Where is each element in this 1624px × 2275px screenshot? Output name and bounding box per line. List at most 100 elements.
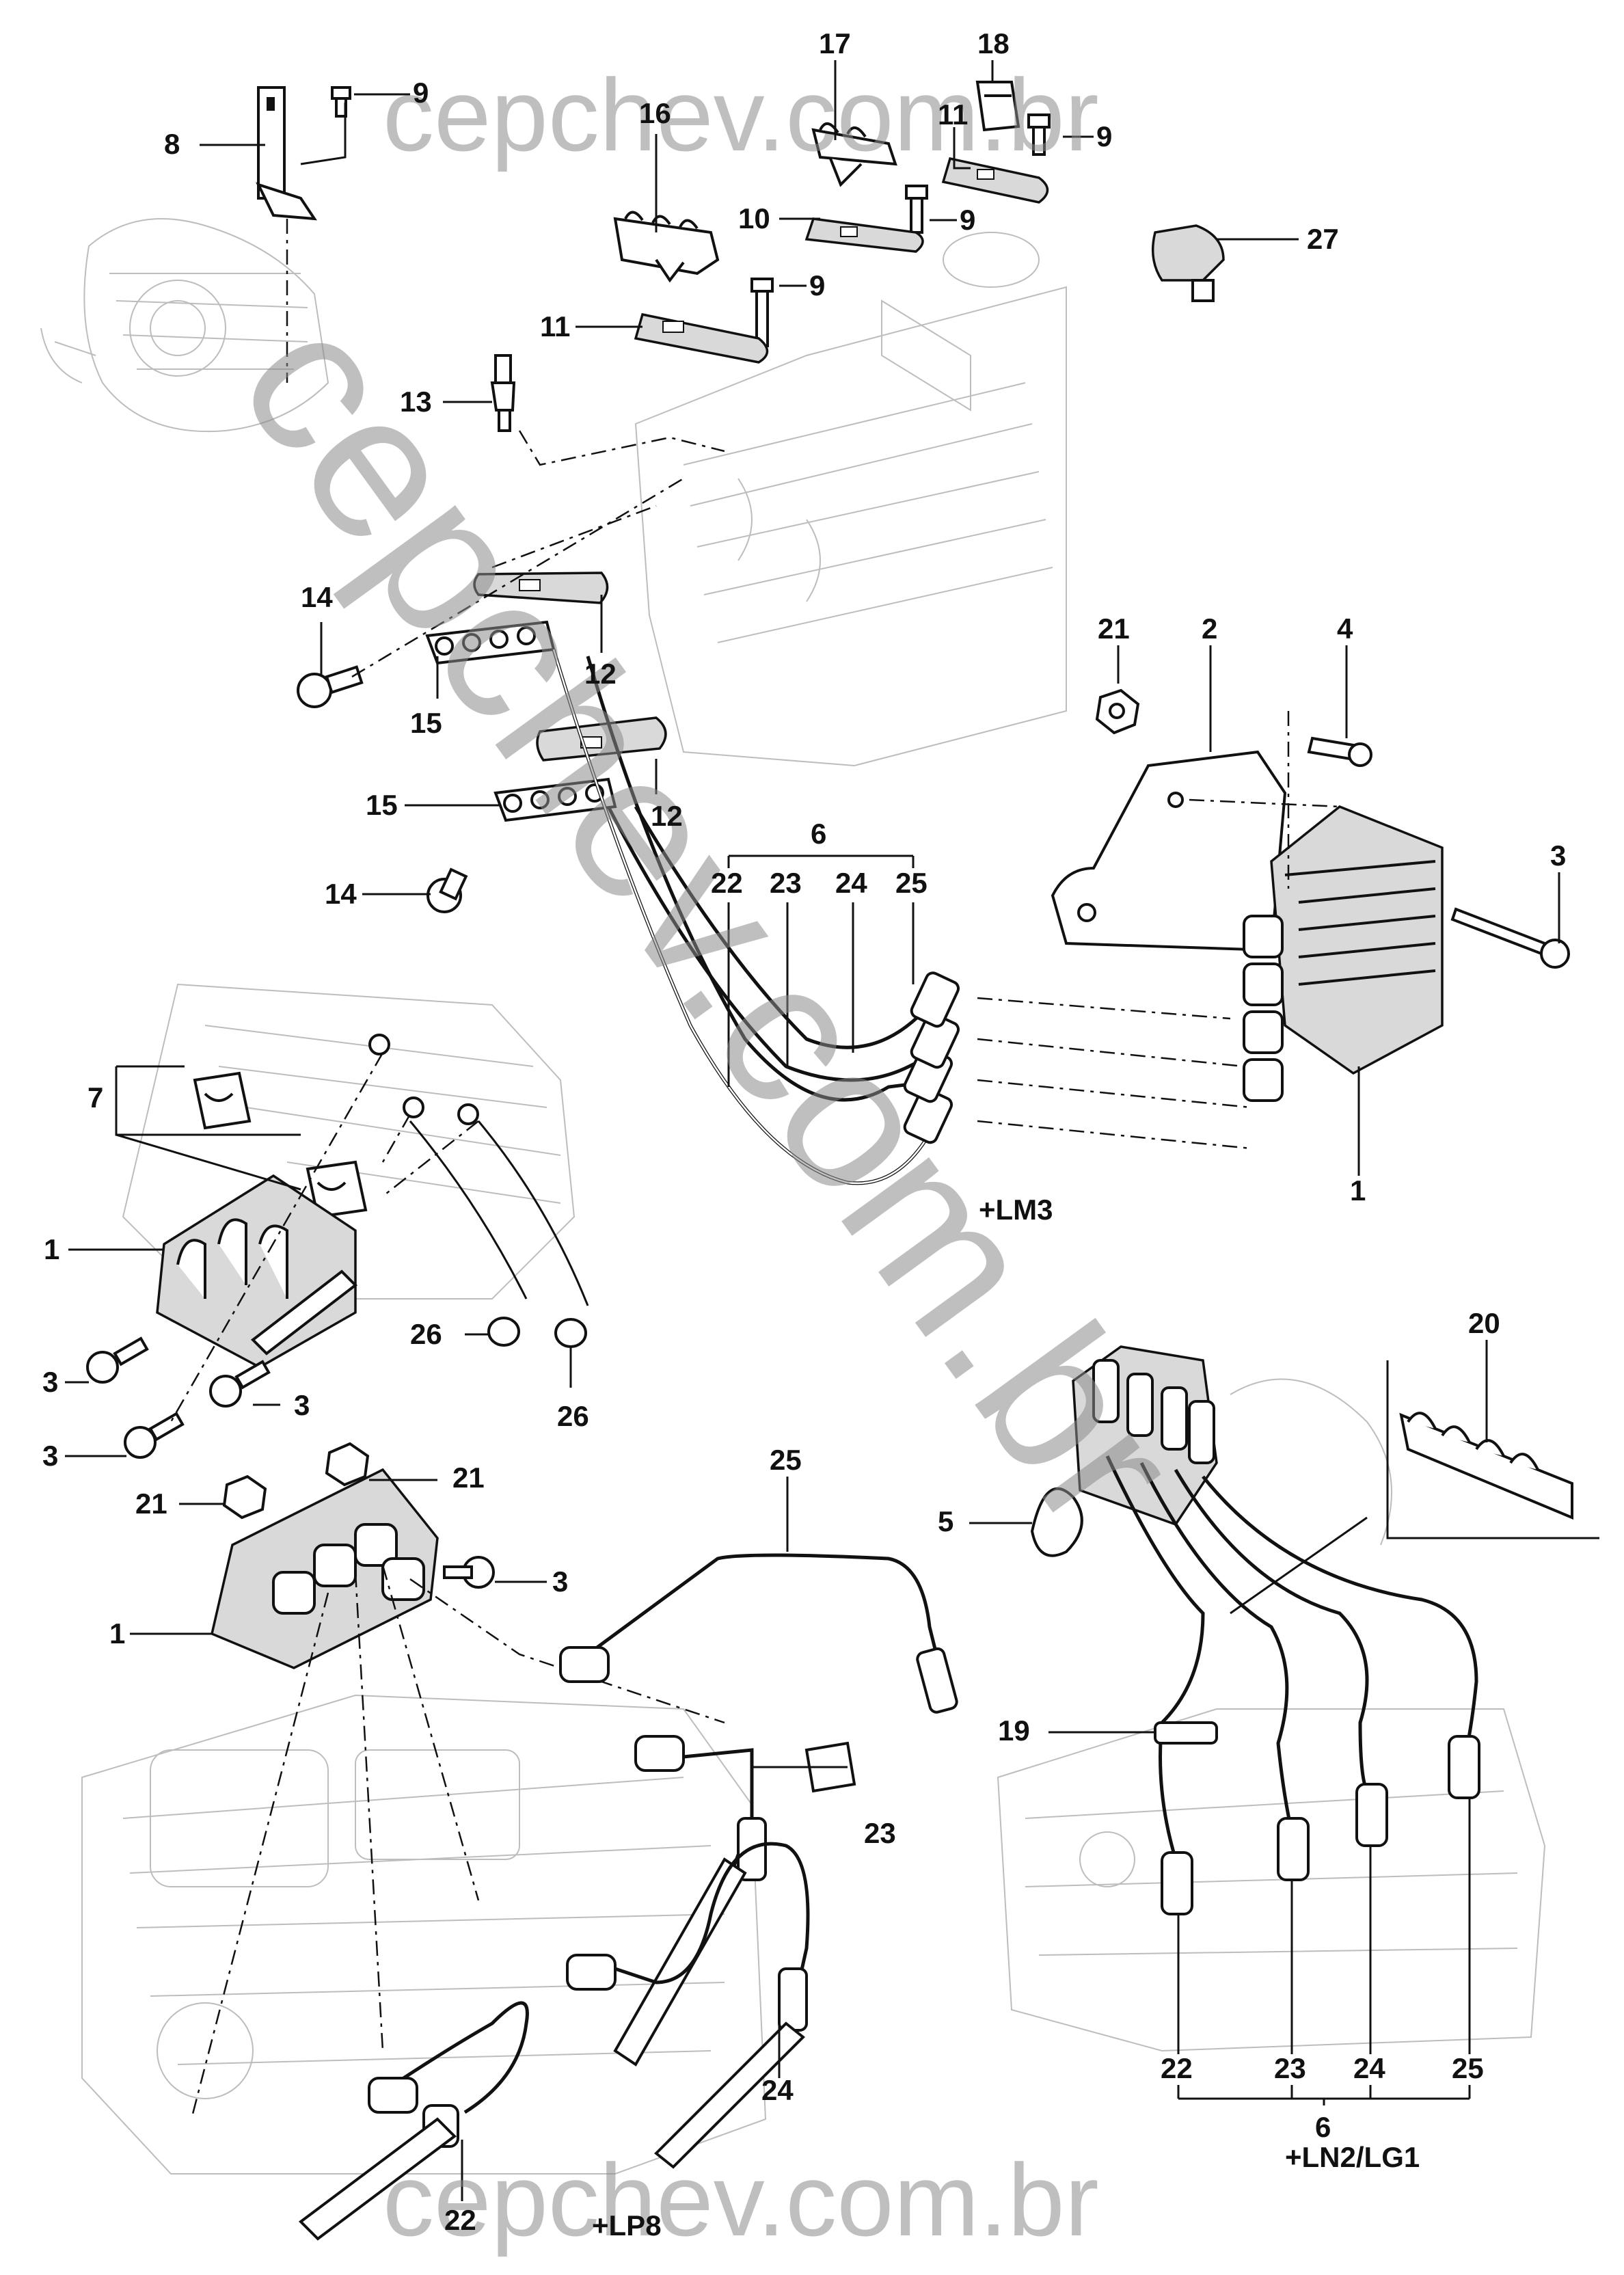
bolt-part-3 — [443, 1556, 495, 1589]
callout-24: 24 — [835, 867, 867, 899]
bolt-part-9 — [905, 185, 928, 234]
callout-23: 23 — [864, 1817, 896, 1849]
wire-clip-part-16 — [613, 211, 720, 283]
callout-11: 11 — [540, 310, 570, 342]
bolt-part-4 — [1307, 736, 1372, 767]
bolt-part-3 — [86, 1336, 149, 1384]
callout-14: 14 — [301, 581, 333, 613]
callout-9: 9 — [809, 269, 825, 301]
callout-1: 1 — [1350, 1174, 1366, 1207]
o-ring-part-26 — [554, 1318, 587, 1348]
bolt-part-14 — [297, 665, 364, 708]
spark-plug-wire-part-25 — [559, 1553, 958, 1714]
clip-part-7 — [306, 1160, 368, 1219]
callout-22: 22 — [1161, 2052, 1193, 2084]
plate-part-10 — [804, 217, 924, 253]
nut-part-21 — [222, 1475, 267, 1520]
callout-16: 16 — [639, 97, 671, 129]
nut-part-21 — [368, 1034, 390, 1055]
engine-background-bottom-left — [81, 1694, 767, 2175]
spark-plug-wire-part-24 — [566, 1842, 810, 2169]
callout-26: 26 — [557, 1400, 589, 1432]
retainer-part-15 — [425, 620, 556, 665]
callout-12: 12 — [584, 658, 617, 690]
callout-labels: 8 9 16 17 18 11 9 10 9 27 9 11 13 14 12 … — [42, 27, 1566, 2236]
spark-plug-wire-set-ln2 — [1105, 1455, 1478, 1860]
bracket-part-8 — [256, 86, 317, 383]
watermark-bottom: cepchev.com.br — [383, 2142, 1099, 2257]
bolt-part-3 — [209, 1360, 271, 1408]
callout-8: 8 — [164, 128, 180, 160]
callout-3: 3 — [1550, 839, 1566, 872]
callout-1: 1 — [44, 1233, 59, 1265]
callout-7: 7 — [87, 1081, 103, 1114]
callout-3: 3 — [552, 1565, 568, 1598]
boot-part-24 — [1355, 1783, 1388, 1847]
callout-9: 9 — [960, 204, 975, 236]
strap-part-5 — [1030, 1487, 1083, 1557]
watermark-top: cepchev.com.br — [383, 57, 1099, 172]
boot-part-23 — [1277, 1817, 1310, 1881]
callout-24: 24 — [761, 2074, 794, 2106]
callout-25: 25 — [1452, 2052, 1484, 2084]
variant-label-ln2-lg1: +LN2/LG1 — [1285, 2141, 1420, 2173]
plate-part-11 — [634, 312, 769, 364]
callout-23: 23 — [1274, 2052, 1306, 2084]
callout-10: 10 — [738, 202, 770, 234]
callout-18: 18 — [977, 27, 1010, 59]
bolt-part-3 — [124, 1412, 185, 1459]
callout-21: 21 — [135, 1488, 167, 1520]
callout-23: 23 — [770, 867, 802, 899]
callout-14: 14 — [325, 878, 357, 910]
retainer-part-15 — [493, 777, 617, 822]
callout-5: 5 — [938, 1505, 953, 1537]
boot-part-25 — [910, 971, 960, 1028]
callout-22: 22 — [444, 2204, 476, 2236]
callout-6: 6 — [1315, 2111, 1331, 2143]
callout-11: 11 — [938, 98, 968, 131]
nut-part-21 — [1095, 688, 1140, 735]
variant-label-lp8: +LP8 — [592, 2209, 662, 2242]
wire-clip-part-17 — [811, 122, 897, 187]
sensor-part-27 — [1151, 224, 1225, 302]
spark-plug-wire-set-lm3 — [552, 649, 951, 1185]
callout-12: 12 — [651, 800, 683, 832]
boot-part-22 — [1161, 1851, 1193, 1915]
callout-17: 17 — [819, 27, 851, 59]
leader-lines — [65, 60, 1560, 2201]
callout-3: 3 — [42, 1366, 58, 1398]
callout-2: 2 — [1202, 612, 1217, 645]
bolt-part-9 — [1027, 113, 1051, 156]
spark-plug-wire-part-22 — [298, 2001, 529, 2241]
callout-22: 22 — [711, 867, 743, 899]
callout-19: 19 — [998, 1714, 1030, 1747]
bolt-part-9 — [331, 86, 351, 118]
callout-3: 3 — [294, 1389, 310, 1421]
callout-9: 9 — [1096, 120, 1112, 152]
callout-4: 4 — [1337, 612, 1353, 645]
engine-background-top-left — [40, 218, 329, 433]
nut-part-21 — [403, 1096, 424, 1118]
bracket-part-12 — [473, 571, 609, 604]
callout-21: 21 — [452, 1462, 485, 1494]
plate-part-11 — [941, 157, 1049, 204]
engine-background-bottom-right — [997, 1378, 1546, 2052]
callout-25: 25 — [895, 867, 928, 899]
nut-part-21 — [325, 1442, 370, 1487]
callout-3: 3 — [42, 1440, 58, 1472]
callout-27: 27 — [1307, 223, 1339, 255]
spark-plug-wire-part-23 — [613, 1735, 856, 2067]
callout-21: 21 — [1098, 612, 1130, 645]
ignition-coil-part-1 — [1243, 805, 1444, 1102]
callout-20: 20 — [1468, 1307, 1500, 1339]
variant-label-lm3: +LM3 — [979, 1194, 1053, 1226]
bolt-part-9 — [750, 278, 774, 347]
callout-9: 9 — [413, 77, 429, 109]
spark-plug-part-13 — [490, 354, 725, 466]
bolt-part-3 — [1450, 907, 1570, 969]
bolt-part-14 — [427, 867, 468, 913]
callout-6: 6 — [811, 818, 826, 850]
wire-clip-part-19 — [1154, 1721, 1218, 1745]
callout-1: 1 — [109, 1617, 125, 1650]
